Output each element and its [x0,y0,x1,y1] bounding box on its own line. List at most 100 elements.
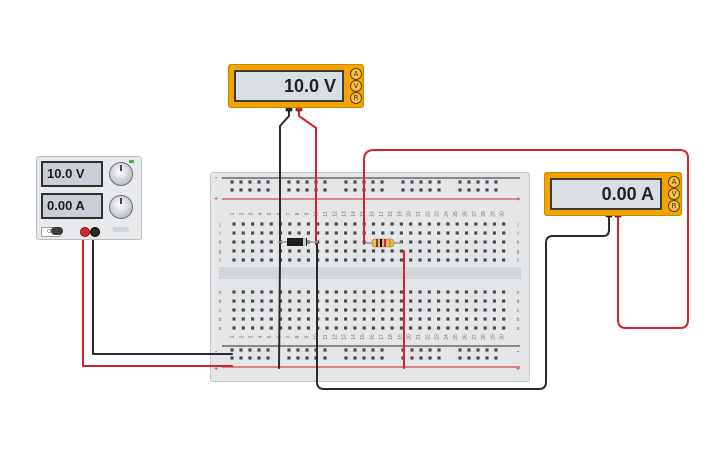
breadboard-hole[interactable] [325,240,329,244]
breadboard-hole[interactable] [427,290,431,294]
rail-hole[interactable] [458,356,462,360]
rail-hole[interactable] [428,356,432,360]
breadboard-hole[interactable] [297,231,301,235]
rail-hole[interactable] [494,180,498,184]
breadboard-hole[interactable] [464,222,469,226]
breadboard-hole[interactable] [297,222,301,226]
rail-hole[interactable] [323,356,327,360]
breadboard-hole[interactable] [418,249,422,253]
breadboard-hole[interactable] [260,249,264,253]
breadboard-hole[interactable] [446,240,450,244]
breadboard-hole[interactable] [241,308,245,312]
rail-hole[interactable] [353,188,357,192]
breadboard-hole[interactable] [381,308,385,312]
rail-hole[interactable] [266,348,270,352]
rail-hole[interactable] [257,356,261,360]
breadboard-hole[interactable] [353,290,357,294]
breadboard-hole[interactable] [306,317,310,321]
rail-hole[interactable] [257,348,261,352]
breadboard-hole[interactable] [409,231,413,235]
psu-current-knob[interactable] [109,195,133,219]
breadboard-hole[interactable] [399,299,403,303]
breadboard-hole[interactable] [483,317,487,321]
breadboard-hole[interactable] [437,299,441,303]
breadboard-hole[interactable] [232,290,236,294]
rail-hole[interactable] [371,188,375,192]
breadboard-hole[interactable] [399,231,403,235]
rail-hole[interactable] [428,180,432,184]
breadboard-hole[interactable] [288,317,292,321]
breadboard-hole[interactable] [418,258,422,262]
breadboard-hole[interactable] [241,258,245,262]
breadboard-hole[interactable] [269,290,273,294]
breadboard-hole[interactable] [418,317,422,321]
breadboard-hole[interactable] [464,231,469,235]
rail-hole[interactable] [380,188,384,192]
rail-hole[interactable] [239,348,243,352]
rail-hole[interactable] [467,348,471,352]
rail-hole[interactable] [239,180,243,184]
rail-hole[interactable] [323,180,327,184]
rail-hole[interactable] [476,180,480,184]
breadboard-hole[interactable] [371,231,376,235]
breadboard-hole[interactable] [260,290,264,294]
breadboard[interactable] [210,172,530,382]
breadboard-hole[interactable] [474,240,478,244]
rail-hole[interactable] [494,348,498,352]
breadboard-hole[interactable] [251,290,255,294]
rail-hole[interactable] [266,188,270,192]
breadboard-hole[interactable] [390,231,394,235]
rail-hole[interactable] [257,180,261,184]
breadboard-hole[interactable] [390,222,394,226]
breadboard-hole[interactable] [437,258,441,262]
breadboard-hole[interactable] [437,231,441,235]
rail-hole[interactable] [344,348,348,352]
breadboard-hole[interactable] [399,317,403,321]
ammeter-mode-v[interactable]: V [668,188,680,200]
breadboard-hole[interactable] [334,308,338,312]
breadboard-hole[interactable] [325,317,329,321]
breadboard-hole[interactable] [502,299,506,303]
breadboard-hole[interactable] [362,258,366,262]
breadboard-hole[interactable] [232,222,236,226]
rail-hole[interactable] [248,188,252,192]
breadboard-hole[interactable] [269,326,273,330]
breadboard-hole[interactable] [446,231,450,235]
breadboard-hole[interactable] [418,240,422,244]
breadboard-hole[interactable] [427,258,431,262]
rail-hole[interactable] [437,348,441,352]
breadboard-hole[interactable] [455,240,459,244]
rail-hole[interactable] [419,180,423,184]
breadboard-hole[interactable] [502,326,506,330]
rail-hole[interactable] [467,356,471,360]
breadboard-hole[interactable] [427,317,431,321]
breadboard-hole[interactable] [464,258,469,262]
rail-hole[interactable] [239,356,243,360]
rail-hole[interactable] [410,180,414,184]
breadboard-hole[interactable] [269,222,273,226]
breadboard-hole[interactable] [288,290,292,294]
breadboard-hole[interactable] [427,308,431,312]
breadboard-hole[interactable] [483,240,487,244]
voltmeter-mode-v[interactable]: V [350,80,362,92]
rail-hole[interactable] [230,348,234,352]
voltmeter-mode-r[interactable]: R [350,92,362,104]
rail-hole[interactable] [296,180,300,184]
breadboard-hole[interactable] [371,317,376,321]
breadboard-hole[interactable] [353,308,357,312]
breadboard-hole[interactable] [492,299,496,303]
breadboard-hole[interactable] [306,308,310,312]
rail-hole[interactable] [230,356,234,360]
rail-hole[interactable] [266,356,270,360]
breadboard-hole[interactable] [446,317,450,321]
breadboard-hole[interactable] [353,326,357,330]
breadboard-hole[interactable] [278,317,283,321]
breadboard-hole[interactable] [344,317,348,321]
breadboard-hole[interactable] [288,308,292,312]
breadboard-hole[interactable] [232,317,236,321]
breadboard-hole[interactable] [381,258,385,262]
breadboard-hole[interactable] [492,308,496,312]
breadboard-hole[interactable] [455,326,459,330]
breadboard-hole[interactable] [474,326,478,330]
